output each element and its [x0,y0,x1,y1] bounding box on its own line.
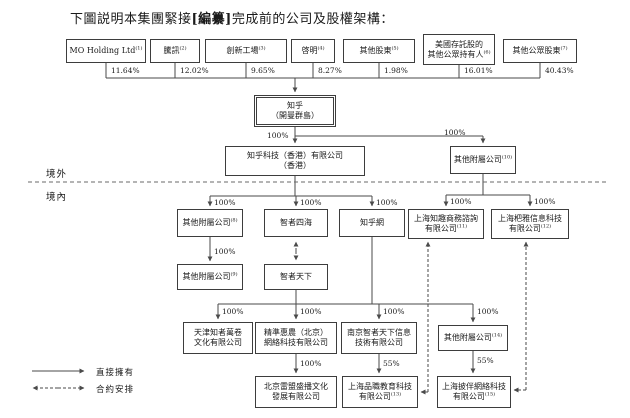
box-tianjin-zhizhe-wanjuan: 天津知者萬卷 文化有限公司 [183,322,253,354]
box-qiming: 啓明(4) [291,39,335,63]
legend-contractual-arrangements-label: 合約安排 [96,385,135,395]
ownership-pct: 100% [300,359,322,368]
ownership-pct: 8.27% [318,66,342,75]
ownership-pct: 16.01% [464,66,493,75]
box-mo-holding: MO Holding Ltd(1) [66,39,146,63]
box-other-subsidiaries-10: 其他附屬公司(10) [450,146,516,174]
ownership-pct: 100% [267,131,289,140]
box-zhihu-cayman: 知乎 （開曼群島） [254,95,336,127]
ownership-pct: 55% [383,359,400,368]
box-other-public-shareholders: 其他公眾股東(7) [503,39,577,63]
box-jingzhun-huinong-beijing: 精準惠農（北京） 網絡科技有限公司 [255,322,337,354]
ownership-pct: 40.43% [545,66,574,75]
box-sinovation: 創新工場(3) [205,39,287,63]
box-other-subsidiaries-14: 其他附屬公司(14) [438,325,508,351]
box-tencent: 騰訊(2) [150,39,200,63]
box-shanghai-zhiqu-consulting: 上海知趣商務諮詢 有限公司(11) [408,209,484,239]
box-zhihu-technology-hk: 知乎科技（香港）有限公司 （香港） [225,146,365,176]
legend-direct-ownership-label: 直接擁有 [96,368,135,378]
region-offshore-label: 境外 [46,169,68,180]
box-shanghai-pinzhi-education: 上海品職教育科技 有限公司(13) [342,376,418,408]
ownership-pct: 100% [300,307,322,316]
ownership-pct: 100% [300,198,322,207]
page-title: 下圖説明本集團緊接[編纂]完成前的公司及股權架構： [70,12,394,27]
box-zhizhe-tianxia: 智者天下 [264,264,328,290]
ownership-pct: 100% [534,197,556,206]
ownership-pct: 100% [214,247,236,256]
ownership-pct: 100% [222,307,244,316]
box-zhihu-wang: 知乎網 [339,209,405,237]
box-other-subsidiaries-9: 其他附屬公司(9) [177,264,243,290]
ownership-pct: 100% [444,128,466,137]
ownership-pct: 12.02% [180,66,209,75]
box-nanjing-zhizhe-tianxia: 南京智者天下信息 技術有限公司 [341,322,417,354]
region-onshore-label: 境內 [46,192,68,203]
box-beijing-leimeng-shengbo: 北京雷盟盛播文化 發展有限公司 [255,376,337,408]
box-other-shareholders: 其他股東(5) [343,39,415,63]
box-shanghai-paya-information: 上海杷雅信息科技 有限公司(12) [491,209,569,239]
ownership-pct: 9.65% [251,66,275,75]
box-ads-public-holders: 美國存託股的 其他公眾持有人(6) [423,34,495,65]
ownership-pct: 100% [477,307,499,316]
box-zhizhe-sihai: 智者四海 [264,209,328,237]
ownership-pct: 100% [214,198,236,207]
ownership-pct: 55% [477,356,494,365]
ownership-pct: 100% [376,198,398,207]
box-other-subsidiaries-8: 其他附屬公司(8) [177,209,243,237]
box-shanghai-piban-network: 上海披伴網絡科技 有限公司(15) [437,376,511,408]
ownership-pct: 1.98% [384,66,408,75]
ownership-pct: 100% [450,197,472,206]
ownership-pct: 11.64% [111,66,140,75]
ownership-pct: 100% [383,307,405,316]
